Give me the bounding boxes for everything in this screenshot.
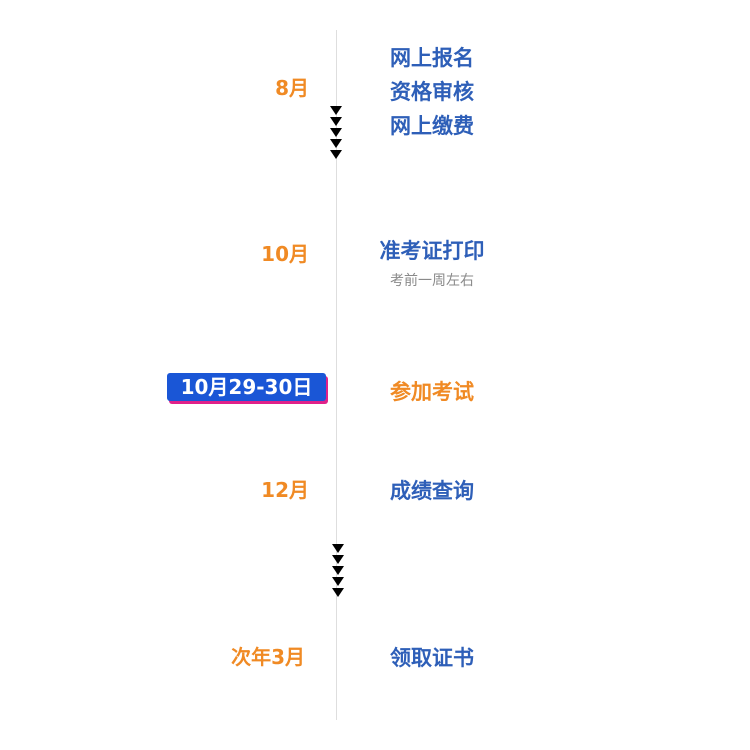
exam-date-badge: 10月29-30日 [167, 373, 326, 401]
event-take-exam: 参加考试 [390, 380, 474, 404]
event-online-registration: 网上报名 [390, 46, 474, 70]
down-triangle-icon [330, 106, 342, 159]
timeline-axis [336, 30, 337, 720]
event-qualification-review: 资格审核 [390, 80, 474, 104]
event-collect-certificate: 领取证书 [390, 646, 474, 670]
down-arrows-1 [329, 106, 343, 164]
month-label-8: 8月 [275, 76, 309, 100]
down-triangle-icon [332, 544, 344, 597]
event-online-payment: 网上缴费 [390, 114, 474, 138]
event-score-query: 成绩查询 [390, 479, 474, 503]
month-label-next-march: 次年3月 [231, 645, 305, 669]
event-admission-ticket-print: 准考证打印 [379, 239, 485, 263]
month-label-10: 10月 [261, 242, 309, 266]
event-note: 考前一周左右 [390, 273, 474, 289]
month-label-12: 12月 [261, 478, 309, 502]
down-arrows-2 [331, 544, 345, 602]
